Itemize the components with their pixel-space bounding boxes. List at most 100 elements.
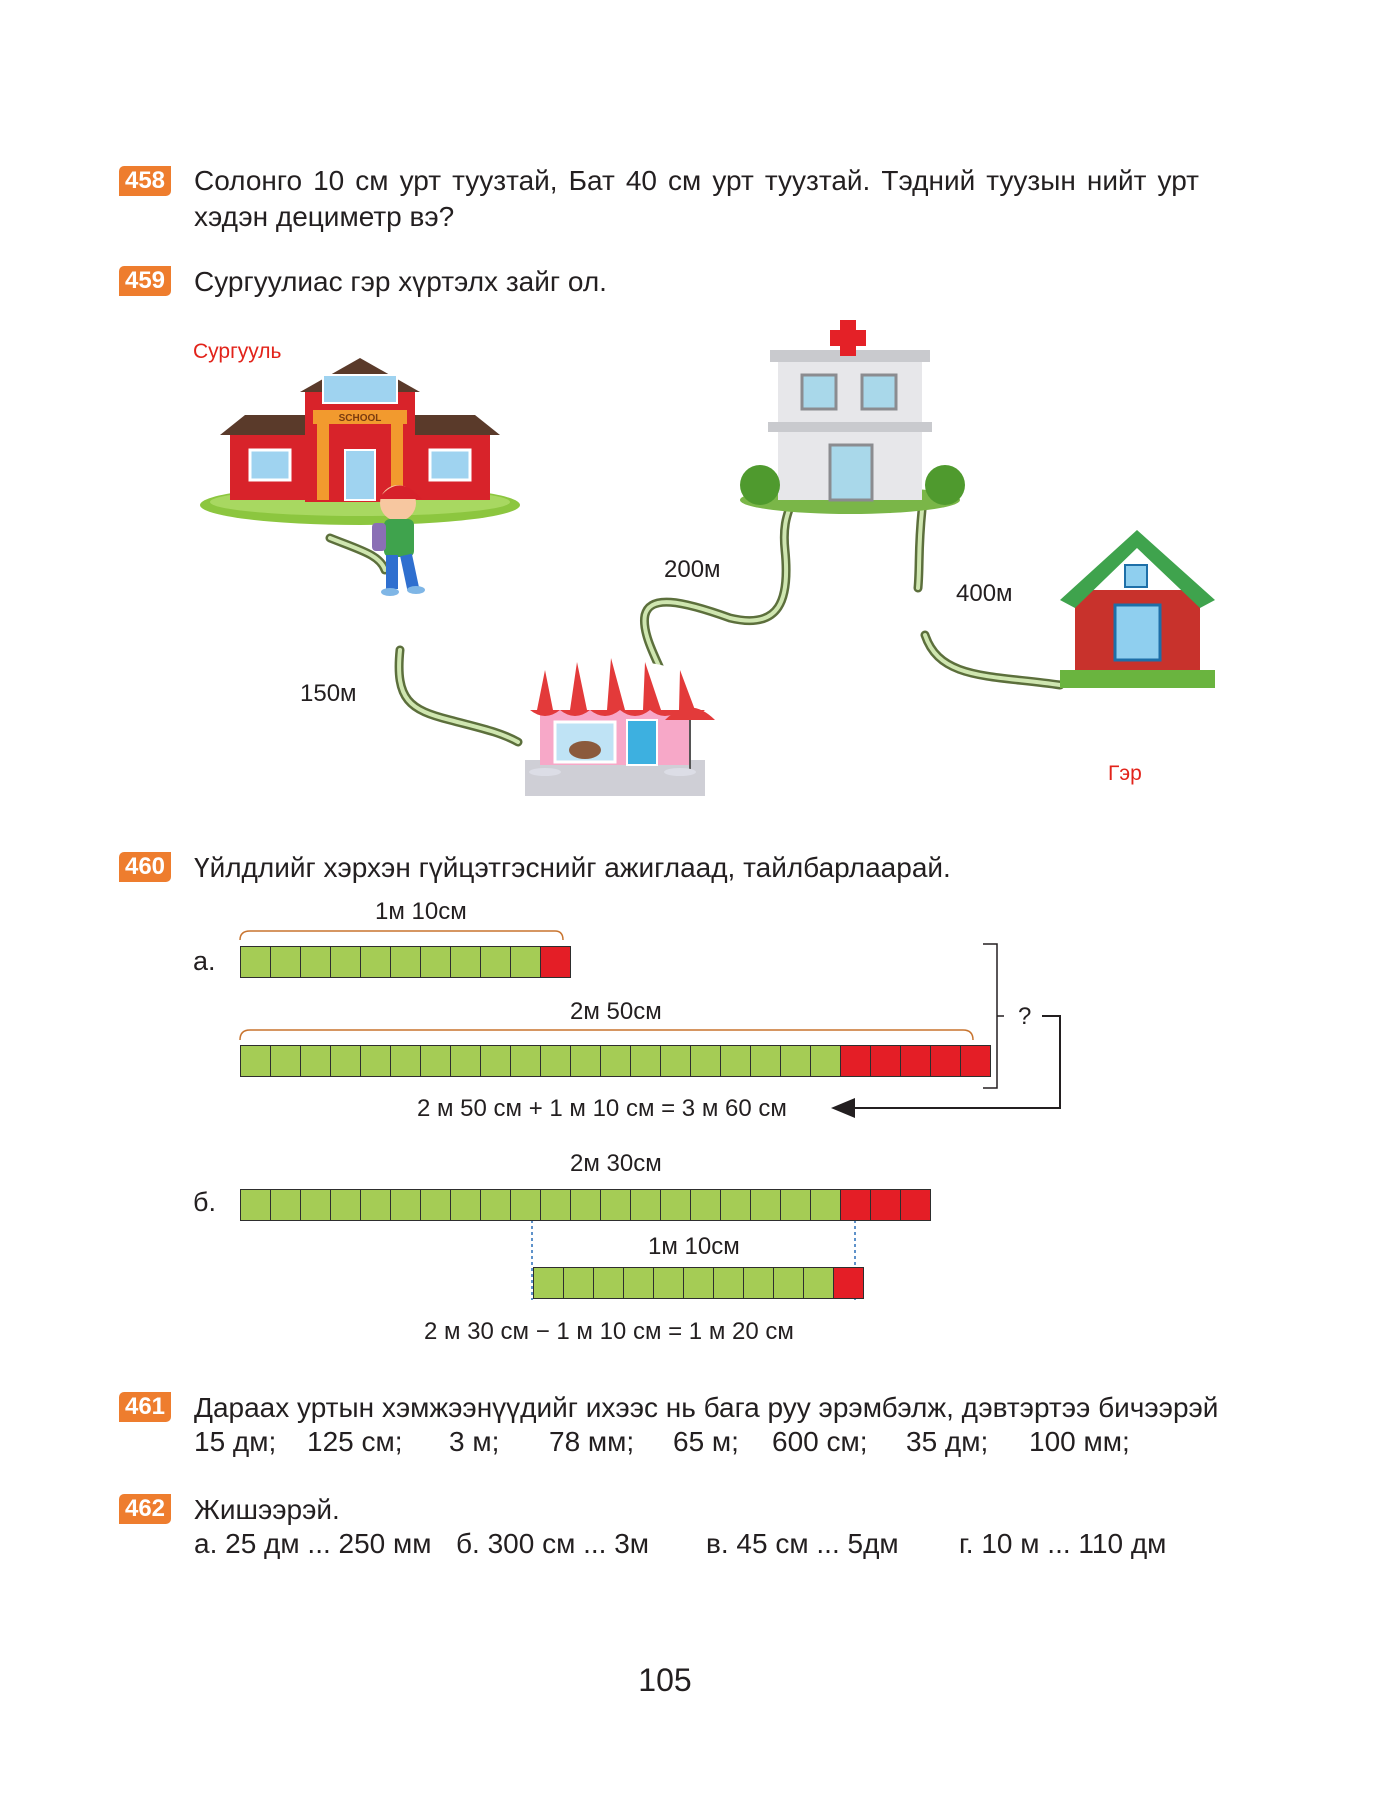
red-segment	[930, 1045, 961, 1077]
green-segment	[270, 1189, 301, 1221]
bar-a2	[240, 1045, 991, 1077]
green-segment	[540, 1189, 571, 1221]
label-b-bar1: 2м 30см	[570, 1150, 662, 1177]
problem-number-460: 460	[119, 852, 171, 882]
red-segment	[840, 1045, 871, 1077]
distance-400: 400м	[956, 580, 1013, 607]
home-label: Гэр	[1108, 762, 1142, 785]
green-segment	[750, 1189, 781, 1221]
brace-a2	[239, 1029, 974, 1041]
equation-a: 2 м 50 см + 1 м 10 см = 3 м 60 см	[417, 1095, 787, 1122]
school-building: SCHOOL	[200, 358, 520, 525]
green-segment	[390, 946, 421, 978]
green-segment	[510, 1045, 541, 1077]
length-value: 100 мм;	[1029, 1426, 1130, 1457]
green-segment	[623, 1267, 654, 1299]
label-b-bar2: 1м 10см	[648, 1233, 740, 1260]
green-segment	[420, 1045, 451, 1077]
road-paths	[325, 495, 1065, 747]
right-bracket	[983, 943, 1004, 1089]
equation-b: 2 м 30 см − 1 м 10 см = 1 м 20 см	[424, 1318, 794, 1345]
green-segment	[390, 1045, 421, 1077]
green-segment	[570, 1189, 601, 1221]
green-segment	[510, 1189, 541, 1221]
school-sign: SCHOOL	[339, 413, 382, 424]
problem-text-459: Сургуулиас гэр хүртэлх зайг ол.	[194, 266, 607, 297]
green-segment	[810, 1189, 841, 1221]
problem-number-462: 462	[119, 1494, 171, 1524]
green-segment	[360, 1189, 391, 1221]
green-segment	[630, 1045, 661, 1077]
red-segment	[840, 1189, 871, 1221]
length-value: 125 см;	[307, 1426, 403, 1457]
green-segment	[690, 1189, 721, 1221]
green-segment	[300, 1045, 331, 1077]
problem-number-461: 461	[119, 1392, 171, 1422]
green-segment	[570, 1045, 601, 1077]
green-segment	[563, 1267, 594, 1299]
home-house	[1060, 530, 1215, 688]
green-segment	[510, 946, 541, 978]
green-segment	[600, 1189, 631, 1221]
distance-200: 200м	[664, 556, 721, 583]
green-segment	[390, 1189, 421, 1221]
green-segment	[480, 946, 511, 978]
length-value: 3 м;	[449, 1426, 500, 1457]
length-value: 15 дм;	[194, 1426, 277, 1457]
red-segment	[960, 1045, 991, 1077]
bar-a1	[240, 946, 571, 978]
red-segment	[833, 1267, 864, 1299]
green-segment	[480, 1045, 511, 1077]
red-segment	[900, 1045, 931, 1077]
label-a-bar2: 2м 50см	[570, 998, 662, 1025]
green-segment	[420, 946, 451, 978]
green-segment	[780, 1045, 811, 1077]
green-segment	[240, 946, 271, 978]
green-segment	[780, 1189, 811, 1221]
green-segment	[750, 1045, 781, 1077]
green-segment	[330, 1045, 361, 1077]
green-segment	[270, 946, 301, 978]
green-segment	[600, 1045, 631, 1077]
red-segment	[900, 1189, 931, 1221]
length-value: 78 мм;	[549, 1426, 635, 1457]
green-segment	[330, 1189, 361, 1221]
green-segment	[420, 1189, 451, 1221]
comparison-item: г. 10 м ... 110 дм	[959, 1528, 1167, 1559]
green-segment	[240, 1189, 271, 1221]
problem-text-460: Үйлдлийг хэрхэн гүйцэтгэснийг ажиглаад, …	[194, 852, 951, 883]
school-label: Сургууль	[193, 340, 282, 363]
bar-b2	[533, 1267, 864, 1299]
green-segment	[720, 1189, 751, 1221]
green-segment	[300, 946, 331, 978]
green-segment	[330, 946, 361, 978]
green-segment	[630, 1189, 661, 1221]
hospital-building	[740, 320, 965, 514]
brace-a1	[239, 930, 564, 941]
green-segment	[660, 1189, 691, 1221]
red-segment	[540, 946, 571, 978]
green-segment	[533, 1267, 564, 1299]
green-segment	[360, 1045, 391, 1077]
green-segment	[713, 1267, 744, 1299]
green-segment	[660, 1045, 691, 1077]
length-value: 65 м;	[673, 1426, 739, 1457]
problem-text-458: Солонго 10 см урт туузтай, Бат 40 см урт…	[194, 165, 1199, 232]
problem-text-462: Жишээрэй.	[194, 1494, 340, 1525]
green-segment	[593, 1267, 624, 1299]
green-segment	[360, 946, 391, 978]
red-segment	[870, 1189, 901, 1221]
green-segment	[480, 1189, 511, 1221]
green-segment	[540, 1045, 571, 1077]
page-number: 105	[638, 1662, 692, 1698]
boy-walking	[372, 485, 425, 596]
label-a-bar1: 1м 10см	[375, 898, 467, 925]
red-segment	[870, 1045, 901, 1077]
green-segment	[450, 1045, 481, 1077]
length-value: 600 см;	[772, 1426, 868, 1457]
bar-b1	[240, 1189, 931, 1221]
green-segment	[653, 1267, 684, 1299]
green-segment	[240, 1045, 271, 1077]
problem-number-458: 458	[119, 166, 171, 196]
